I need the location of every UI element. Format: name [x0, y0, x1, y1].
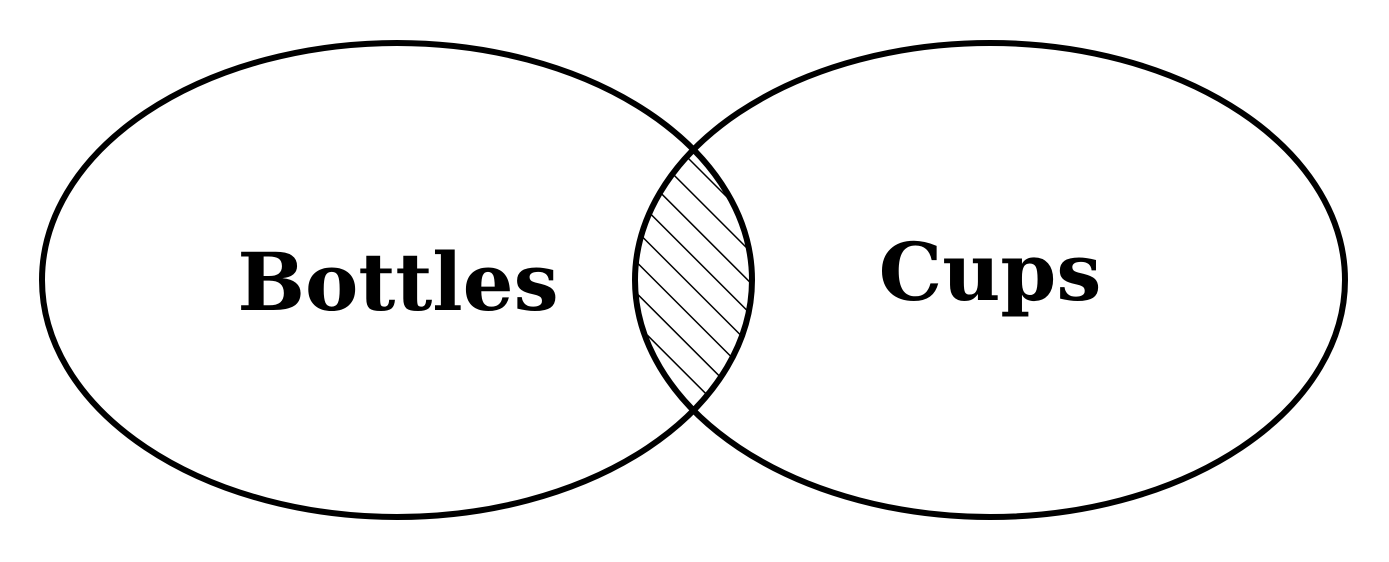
set-bottles-ellipse [39, 40, 755, 520]
set-label-bottles: Bottles [237, 235, 558, 329]
set-cups-ellipse [632, 40, 1348, 520]
set-label-cups: Cups [879, 225, 1102, 319]
